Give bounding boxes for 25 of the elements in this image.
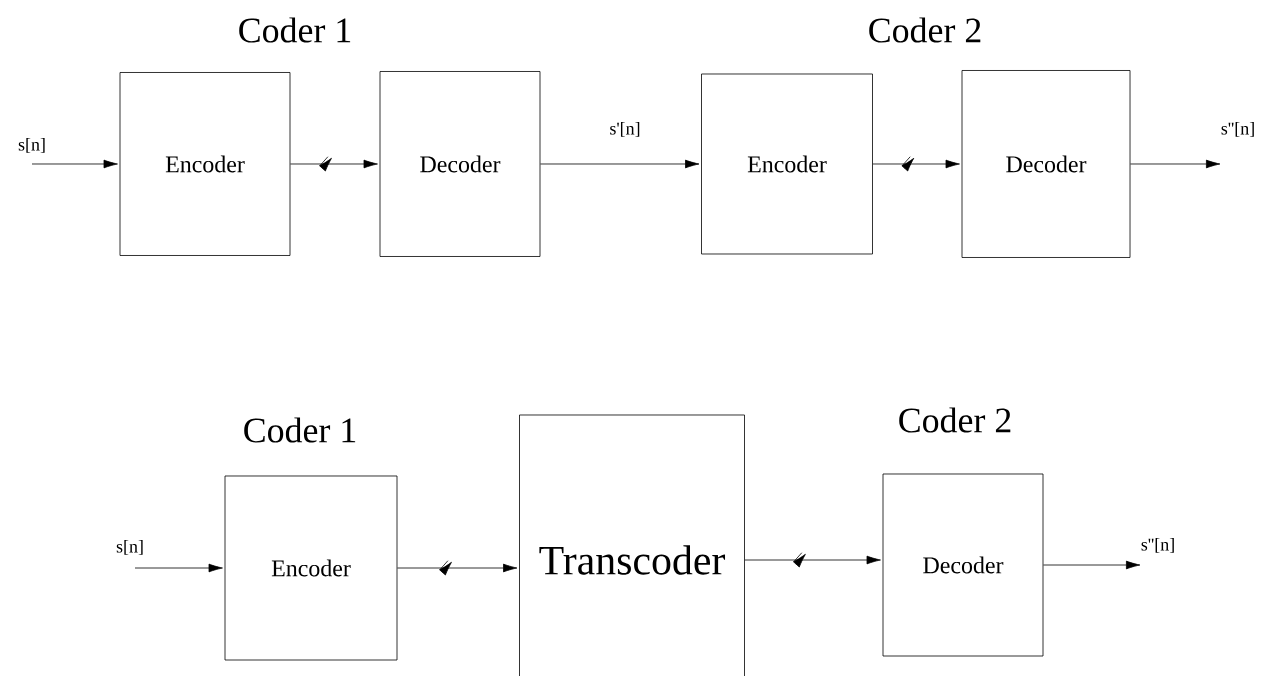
signal-label: s''[n] xyxy=(1141,537,1174,553)
connector-arrow xyxy=(540,159,700,169)
block-box: Encoder xyxy=(119,72,291,256)
block-box: Decoder xyxy=(379,71,541,257)
signal-label: s''[n] xyxy=(1221,121,1254,137)
connector-arrow xyxy=(134,563,223,573)
coder-heading: Coder 1 xyxy=(244,417,356,443)
signal-label: s[n] xyxy=(116,539,143,555)
block-box: Transcoder xyxy=(519,414,745,676)
block-box: Encoder xyxy=(701,73,873,255)
coder-heading: Coder 2 xyxy=(869,17,981,43)
connector-arrow xyxy=(31,159,118,169)
block-box: Encoder xyxy=(224,475,398,661)
block-box: Decoder xyxy=(882,473,1044,657)
coder-heading: Coder 2 xyxy=(899,407,1011,433)
signal-label: s[n] xyxy=(18,137,45,153)
connector-arrow xyxy=(872,156,960,172)
signal-label: s'[n] xyxy=(610,121,640,137)
connector-arrow xyxy=(290,156,378,172)
connector-arrow xyxy=(1043,560,1141,570)
connector-arrow xyxy=(397,560,518,576)
coder-heading: Coder 1 xyxy=(239,17,351,43)
connector-arrow xyxy=(744,552,881,568)
block-box: Decoder xyxy=(961,70,1131,258)
connector-arrow xyxy=(1130,159,1221,169)
